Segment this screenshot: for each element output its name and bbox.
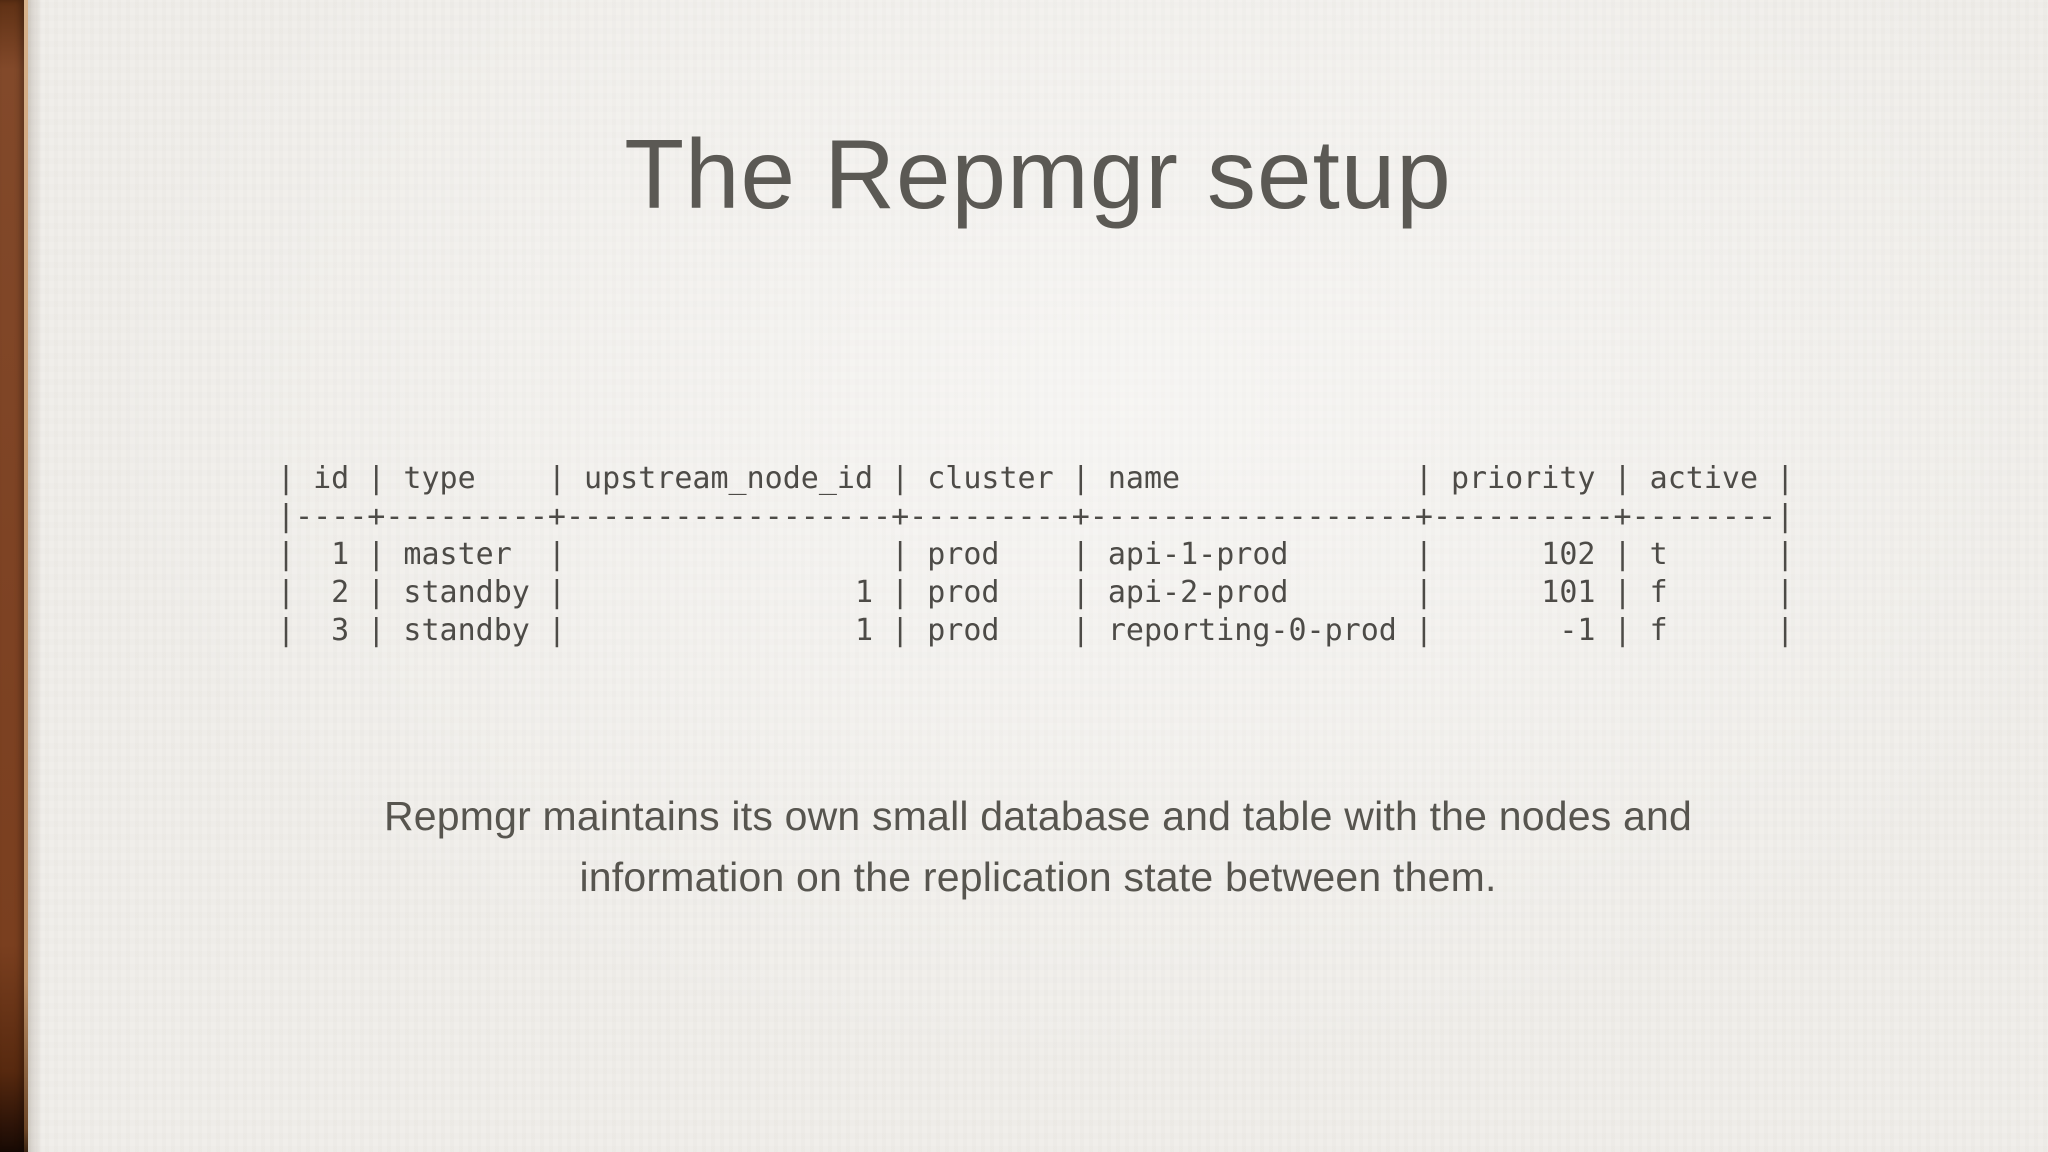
slide-caption: Repmgr maintains its own small database … <box>383 793 1693 900</box>
binder-spine-shadow <box>28 0 42 1152</box>
binder-spine-edge <box>24 0 28 1152</box>
binder-spine <box>0 0 24 1152</box>
slide-title: The Repmgr setup <box>624 119 1452 229</box>
repmgr-nodes-table: | id | type | upstream_node_id | cluster… <box>277 461 1795 648</box>
